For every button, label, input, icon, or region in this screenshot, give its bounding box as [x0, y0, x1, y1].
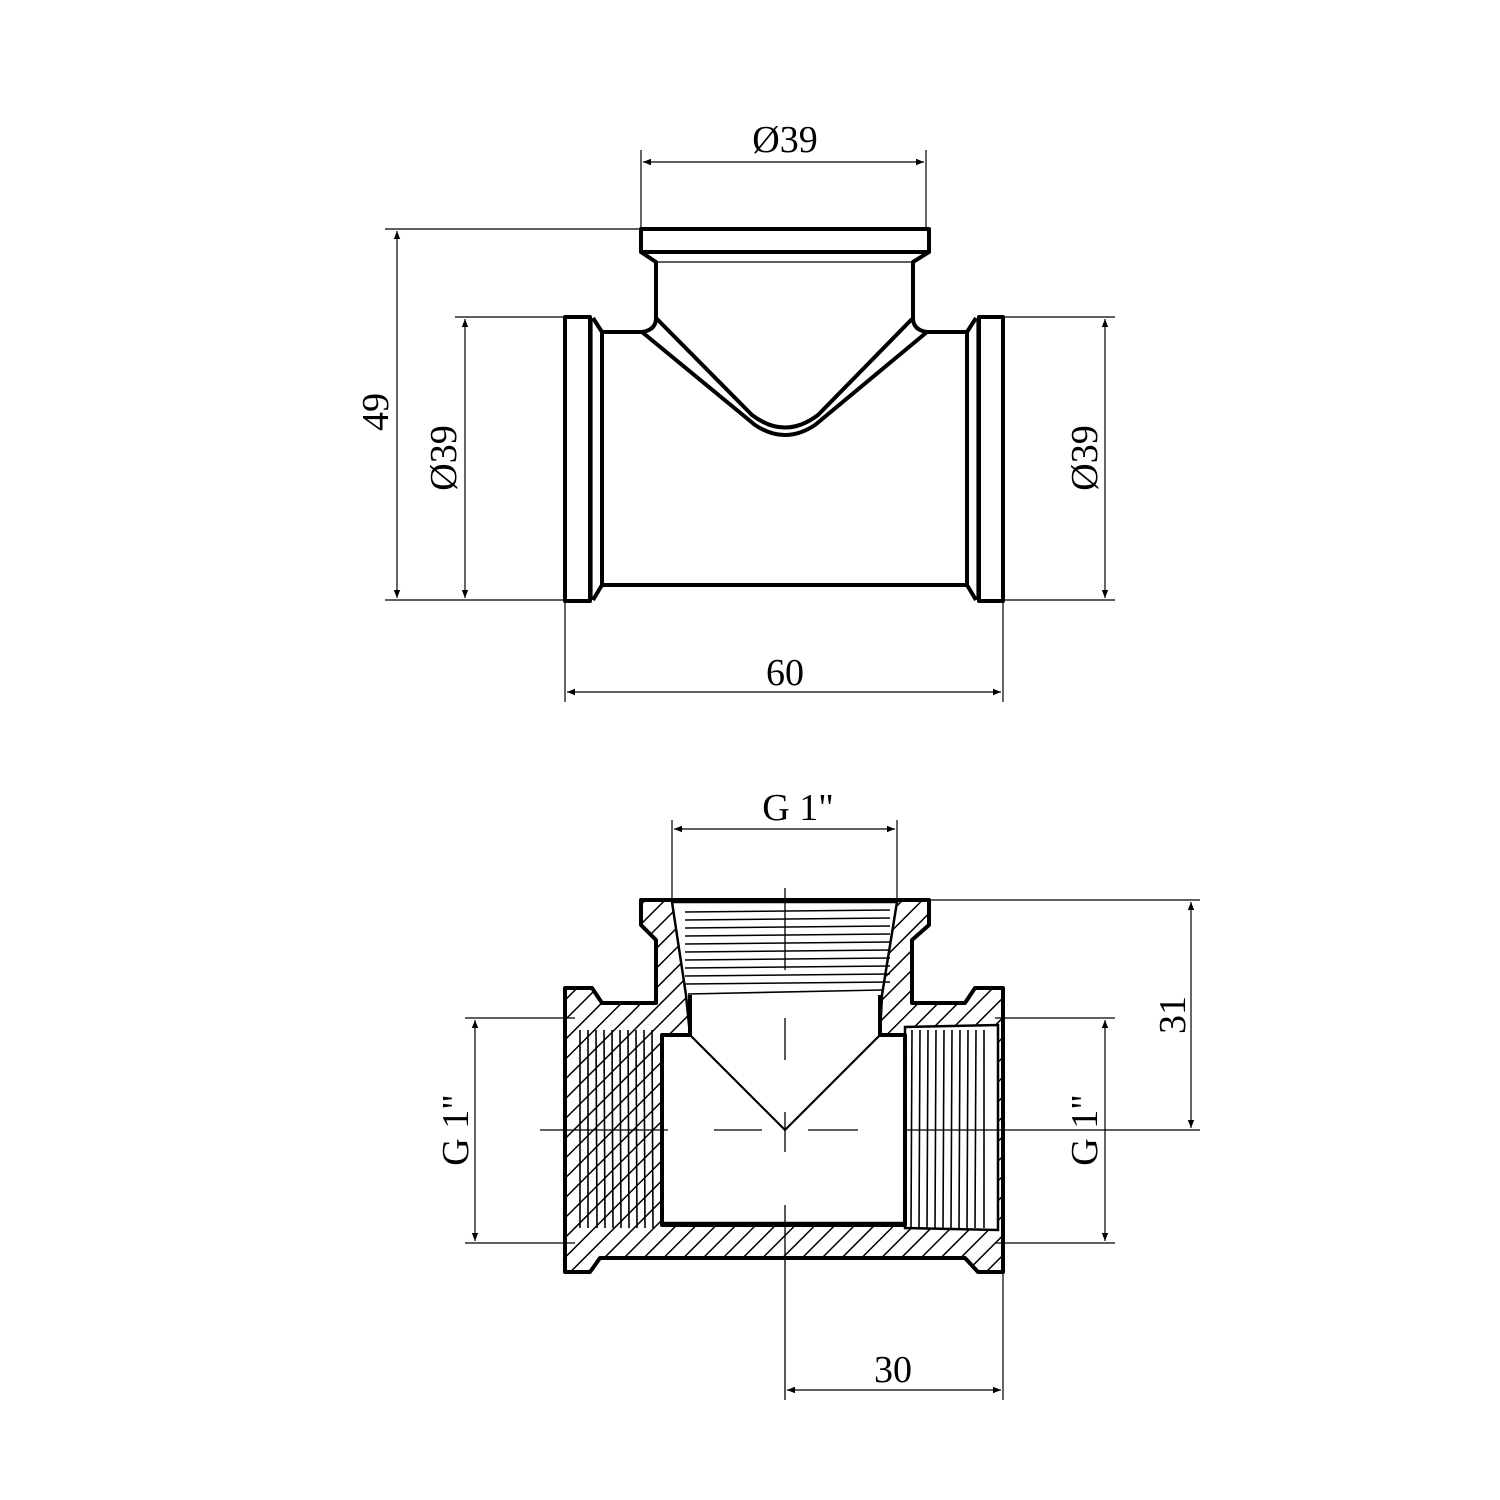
- dim-top-thread: G 1": [762, 787, 833, 829]
- section-view-dimensions: G 1" G 1" G 1" 31 30: [435, 787, 1200, 1400]
- dim-length-60: 60: [766, 652, 804, 694]
- top-view-dimensions: Ø39 49 Ø39 Ø39 60: [355, 119, 1115, 702]
- dim-height-49: 49: [355, 393, 397, 431]
- dim-right-thread: G 1": [1064, 1094, 1106, 1165]
- dim-top-diameter: Ø39: [752, 119, 817, 161]
- dim-left-diameter: Ø39: [423, 425, 465, 490]
- center-lines: [540, 888, 1050, 1400]
- tee-section-view: [540, 888, 1050, 1400]
- thread-lines: [579, 909, 985, 1229]
- dim-height-31: 31: [1152, 996, 1194, 1034]
- dim-left-thread: G 1": [435, 1094, 477, 1165]
- dim-right-diameter: Ø39: [1064, 425, 1106, 490]
- tee-top-view: [563, 227, 1005, 603]
- dim-half-length-30: 30: [874, 1349, 912, 1391]
